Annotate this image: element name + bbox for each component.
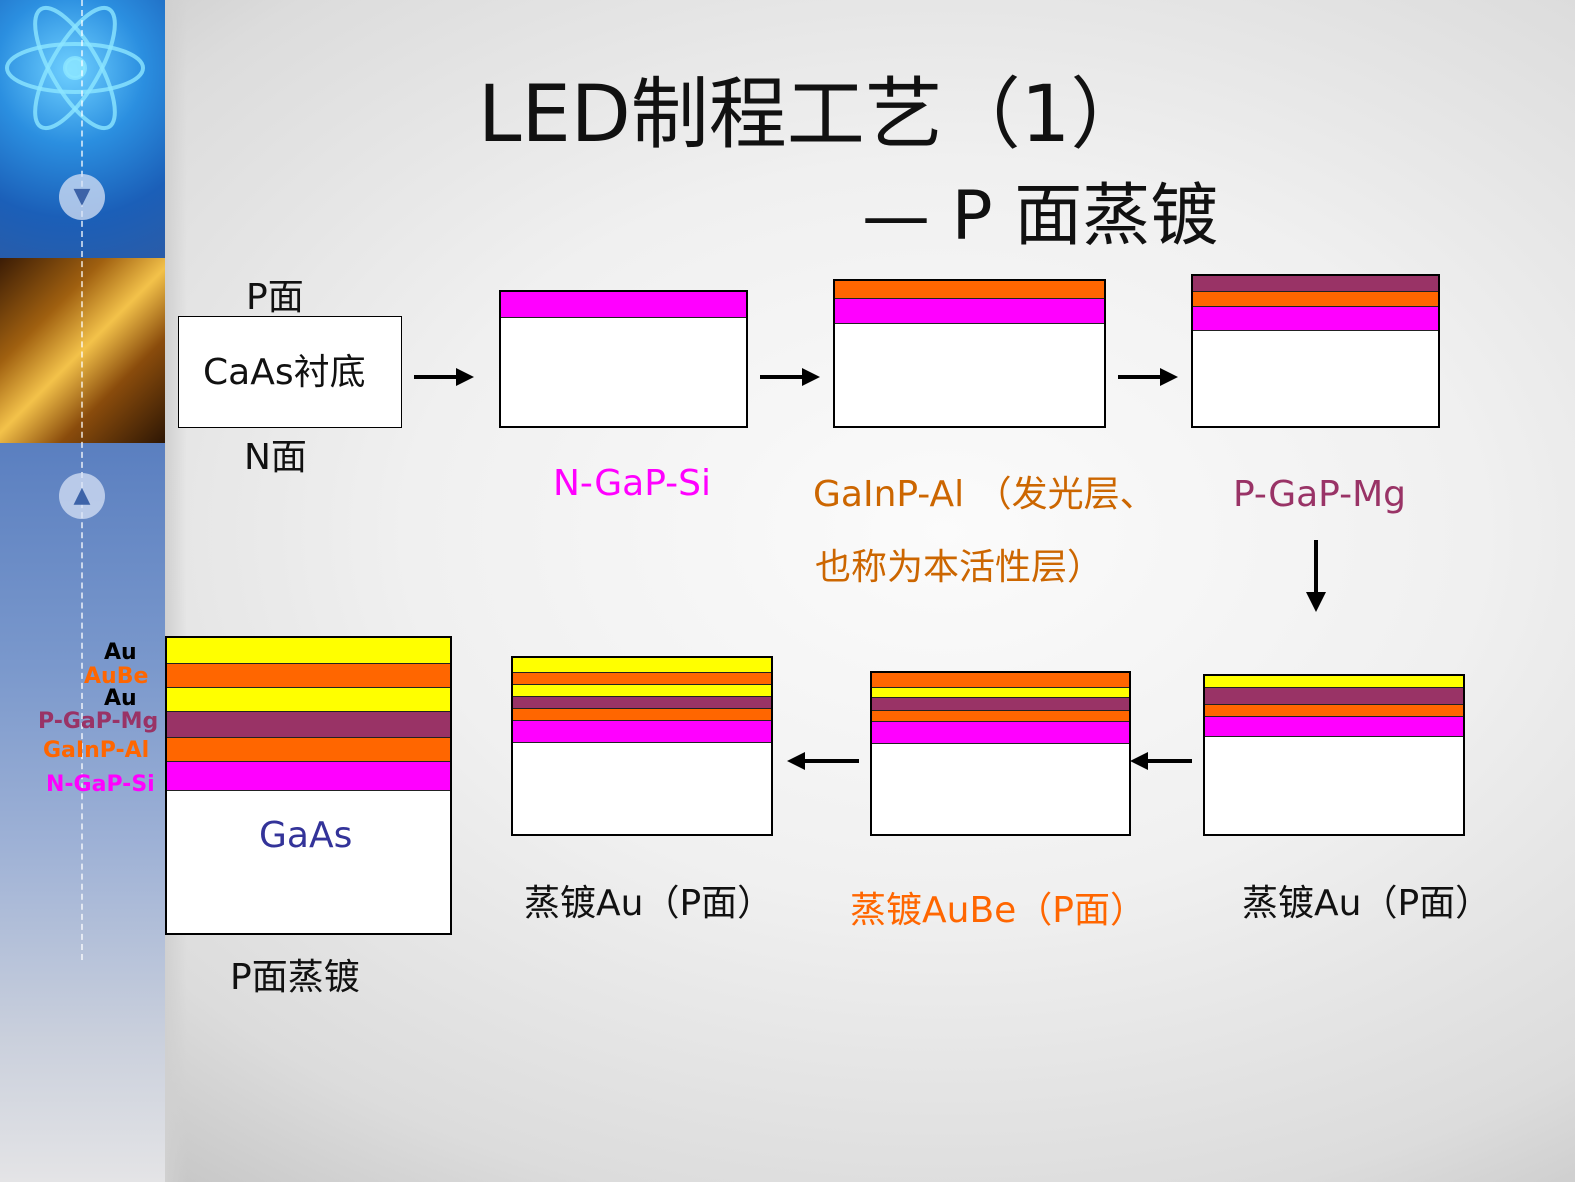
layer-p-gap-mg xyxy=(1205,688,1463,705)
step3-label: P-GaP-Mg xyxy=(1233,474,1407,515)
step2-wafer xyxy=(833,279,1106,428)
layer-auBe xyxy=(872,673,1129,688)
slide-subtitle: — P 面蒸镀 xyxy=(862,177,1219,256)
layer-au xyxy=(1205,676,1463,688)
substrate-text: CaAs衬底 xyxy=(203,352,366,393)
slide-title: LED制程工艺（1） xyxy=(478,70,1149,160)
arrow-left-2 xyxy=(787,752,859,770)
layer-au xyxy=(513,685,771,697)
decorative-sidebar: ▼ ▲ xyxy=(0,0,165,1182)
layer-n-gap-si xyxy=(1193,307,1438,331)
side-label-au: Au xyxy=(104,686,137,711)
layer-p-gap-mg xyxy=(167,712,450,738)
step4-label: 蒸镀Au（P面） xyxy=(1242,883,1492,924)
side-label-n-gap-si: N-GaP-Si xyxy=(46,772,155,797)
final-wafer: GaAs xyxy=(165,636,452,935)
n-face-label: N面 xyxy=(244,437,307,478)
arrow-down xyxy=(1306,540,1326,612)
layer-n-gap-si xyxy=(835,299,1104,324)
arrow-right-3 xyxy=(1118,368,1178,386)
final-gaas-text: GaAs xyxy=(259,815,353,856)
step1-label: N-GaP-Si xyxy=(553,463,711,504)
up-arrow-circle-icon: ▲ xyxy=(59,473,105,519)
layer-n-gap-si xyxy=(1205,717,1463,737)
layer-gainp-al xyxy=(835,281,1104,299)
step5-label: 蒸镀AuBe（P面） xyxy=(850,890,1146,931)
step6-wafer xyxy=(511,656,773,836)
arrow-right-1 xyxy=(414,368,474,386)
step4-wafer xyxy=(1203,674,1465,836)
layer-n-gap-si xyxy=(501,292,746,318)
layer-auBe xyxy=(513,673,771,685)
side-label-gainp-al: GaInP-Al xyxy=(43,738,150,763)
layer-au xyxy=(167,638,450,664)
layer-p-gap-mg xyxy=(872,698,1129,711)
substrate-box: CaAs衬底 xyxy=(178,316,402,428)
final-label: P面蒸镀 xyxy=(230,957,360,998)
sidebar-edge-shadow xyxy=(165,0,187,1182)
arrow-right-2 xyxy=(760,368,820,386)
layer-au xyxy=(167,688,450,712)
layer-au xyxy=(872,688,1129,698)
layer-n-gap-si xyxy=(513,721,771,743)
p-face-label: P面 xyxy=(246,277,304,318)
layer-n-gap-si xyxy=(872,722,1129,744)
atom-icon xyxy=(5,5,145,131)
side-label-au-top: Au xyxy=(104,640,137,665)
layer-gainp-al xyxy=(1193,292,1438,307)
layer-p-gap-mg xyxy=(1193,276,1438,292)
layer-gainp-al xyxy=(1205,705,1463,717)
step3-wafer xyxy=(1191,274,1440,428)
layer-au xyxy=(513,658,771,673)
step2-label-line2: 也称为本活性层） xyxy=(815,547,1104,588)
layer-n-gap-si xyxy=(167,762,450,791)
step2-label-line1: GaInP-Al （发光层、 xyxy=(813,474,1156,515)
side-label-p-gap-mg: P-GaP-Mg xyxy=(38,709,159,734)
layer-auBe xyxy=(167,664,450,688)
layer-gainp-al xyxy=(513,709,771,721)
layer-gainp-al xyxy=(872,711,1129,722)
layer-gainp-al xyxy=(167,738,450,762)
step5-wafer xyxy=(870,671,1131,836)
arrow-left-1 xyxy=(1130,752,1192,770)
step6-label: 蒸镀Au（P面） xyxy=(524,883,774,924)
down-arrow-circle-icon: ▼ xyxy=(59,174,105,220)
step1-wafer xyxy=(499,290,748,428)
layer-p-gap-mg xyxy=(513,697,771,709)
side-label-aube: AuBe xyxy=(84,664,149,689)
